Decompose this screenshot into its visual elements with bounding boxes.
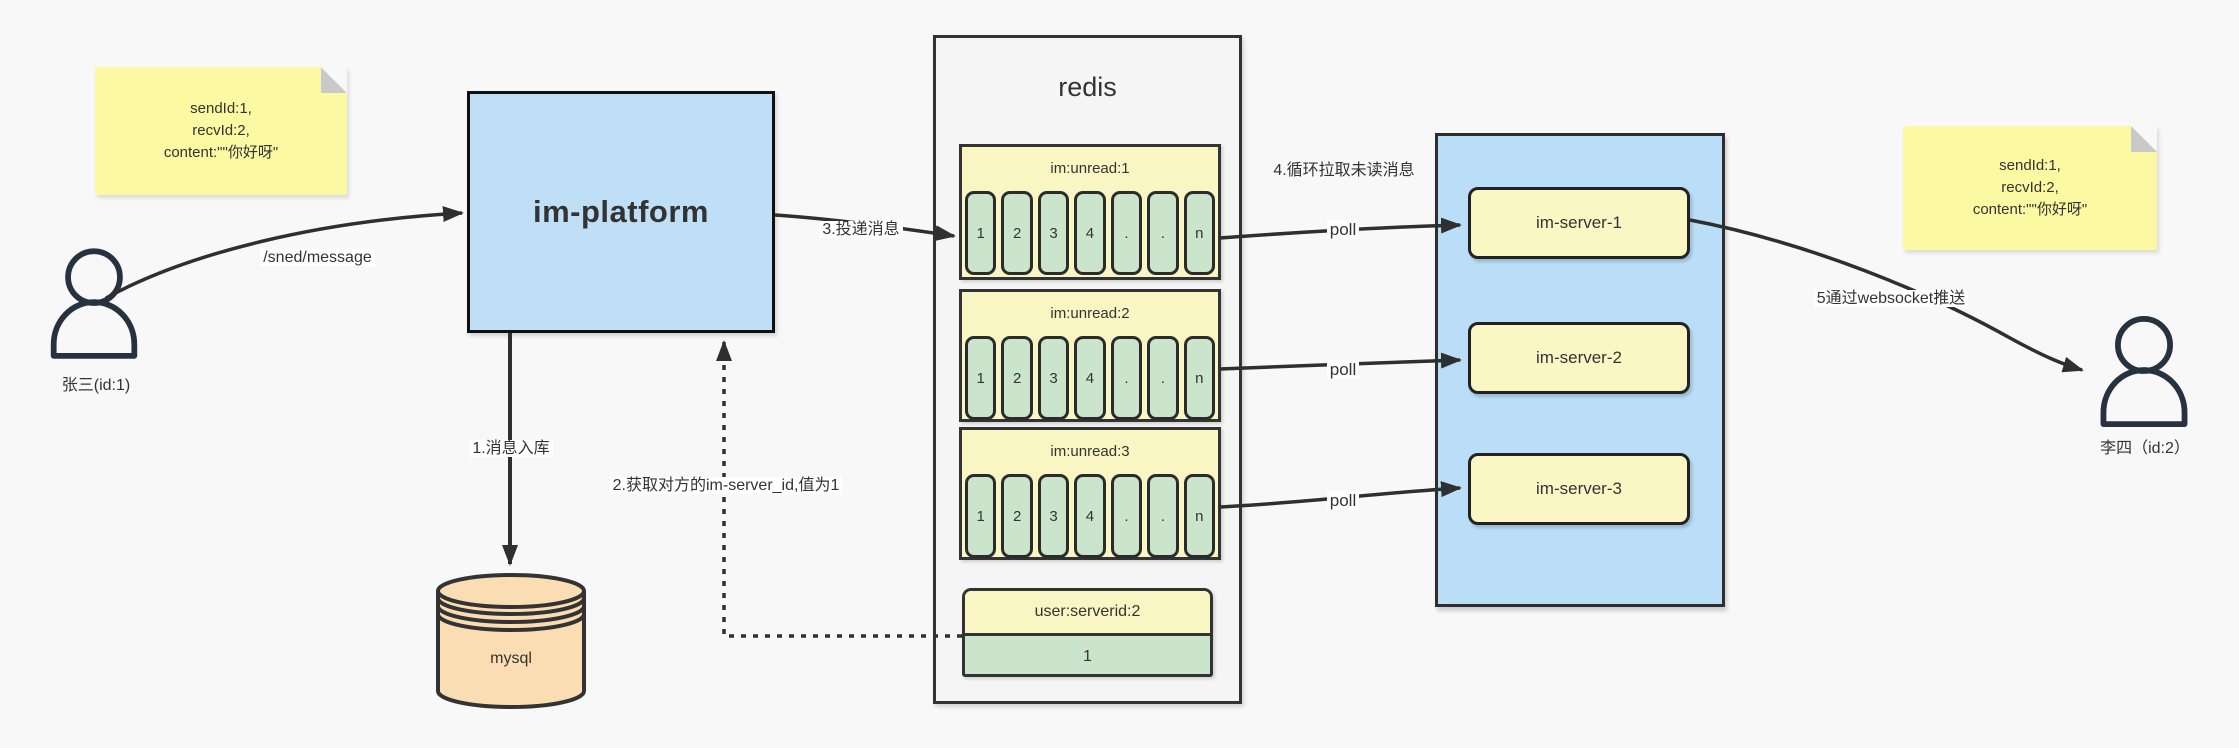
- queue-cell: 4: [1074, 474, 1106, 558]
- user-icon-receiver: [2100, 316, 2188, 428]
- note-fold-corner: [321, 67, 347, 93]
- redis-title: redis: [1058, 72, 1117, 102]
- queue-header: im:unread:2: [1050, 305, 1130, 322]
- im-server-2-box: im-server-2: [1468, 322, 1690, 394]
- queue-cell: 2: [1001, 474, 1033, 558]
- queue-cell: .: [1110, 336, 1143, 420]
- queue-cell: n: [1183, 474, 1215, 558]
- queue-cell: 2: [1001, 336, 1033, 420]
- queue-cell: 3: [1037, 474, 1070, 558]
- user-icon-sender: [50, 248, 138, 359]
- sticky-note-receiver: sendId:1, recvId:2, content:""你好呀": [1903, 126, 2157, 250]
- label-poll-1: poll: [1313, 219, 1373, 241]
- queue-header: im:unread:1: [1050, 160, 1130, 177]
- queue-cell: .: [1147, 474, 1179, 558]
- queue-cell: .: [1110, 191, 1143, 275]
- user-serverid-key: user:serverid:2: [965, 591, 1210, 636]
- queue-cell: 4: [1074, 191, 1106, 275]
- queue-cell: n: [1183, 336, 1215, 420]
- label-step1: 1.消息入库: [431, 438, 591, 460]
- im-server-2-label: im-server-2: [1536, 348, 1622, 367]
- queue-header: im:unread:3: [1050, 443, 1130, 460]
- im-platform-label: im-platform: [533, 194, 709, 229]
- queue-im-unread-1: im:unread:1 1 2 3 4 . . n: [959, 144, 1221, 280]
- receiver-label: 李四（id:2）: [2100, 440, 2190, 457]
- queue-cells: 1 2 3 4 . . n: [962, 191, 1218, 280]
- queue-im-unread-3: im:unread:3 1 2 3 4 . . n: [959, 427, 1221, 560]
- label-step3: 3.投递消息: [781, 219, 941, 241]
- note-line: sendId:1,: [190, 100, 252, 117]
- sticky-note-sender: sendId:1, recvId:2, content:""你好呀": [95, 67, 347, 195]
- queue-cell: 2: [1001, 191, 1033, 275]
- note-line: content:""你好呀": [163, 144, 279, 161]
- note-fold-corner: [2131, 126, 2157, 152]
- user-serverid-value: 1: [965, 636, 1210, 674]
- label-step4: 4.循环拉取未读消息: [1273, 162, 1415, 179]
- queue-cell: 3: [1037, 191, 1070, 275]
- queue-im-unread-2: im:unread:2 1 2 3 4 . . n: [959, 289, 1221, 422]
- im-server-3-label: im-server-3: [1536, 479, 1622, 498]
- note-line: content:""你好呀": [1972, 201, 2088, 218]
- note-line: sendId:1,: [1999, 157, 2061, 174]
- queue-cell: 1: [965, 336, 997, 420]
- label-step2: 2.获取对方的im-server_id,值为1: [576, 475, 876, 497]
- im-server-1-label: im-server-1: [1536, 213, 1622, 232]
- im-server-1-box: im-server-1: [1468, 187, 1690, 259]
- sender-label: 张三(id:1): [61, 377, 131, 394]
- im-server-3-box: im-server-3: [1468, 453, 1690, 525]
- queue-cells: 1 2 3 4 . . n: [962, 336, 1218, 425]
- queue-cell: .: [1147, 336, 1179, 420]
- queue-cell: 1: [965, 191, 997, 275]
- queue-cells: 1 2 3 4 . . n: [962, 474, 1218, 563]
- note-line: recvId:2,: [192, 122, 250, 139]
- queue-cell: n: [1183, 191, 1215, 275]
- label-step5: 5通过websocket推送: [1791, 288, 1991, 310]
- label-send-message: /sned/message: [225, 247, 410, 269]
- user-serverid-box: user:serverid:2 1: [962, 588, 1213, 677]
- queue-cell: 3: [1037, 336, 1070, 420]
- queue-cell: 1: [965, 474, 997, 558]
- mysql-cylinder-icon: [436, 573, 586, 709]
- label-poll-3: poll: [1313, 490, 1373, 512]
- mysql-label: mysql: [490, 650, 532, 667]
- note-line: recvId:2,: [2001, 179, 2059, 196]
- queue-cell: .: [1110, 474, 1143, 558]
- queue-cell: 4: [1074, 336, 1106, 420]
- queue-cell: .: [1147, 191, 1179, 275]
- im-platform-box: im-platform: [467, 91, 775, 333]
- label-poll-2: poll: [1313, 359, 1373, 381]
